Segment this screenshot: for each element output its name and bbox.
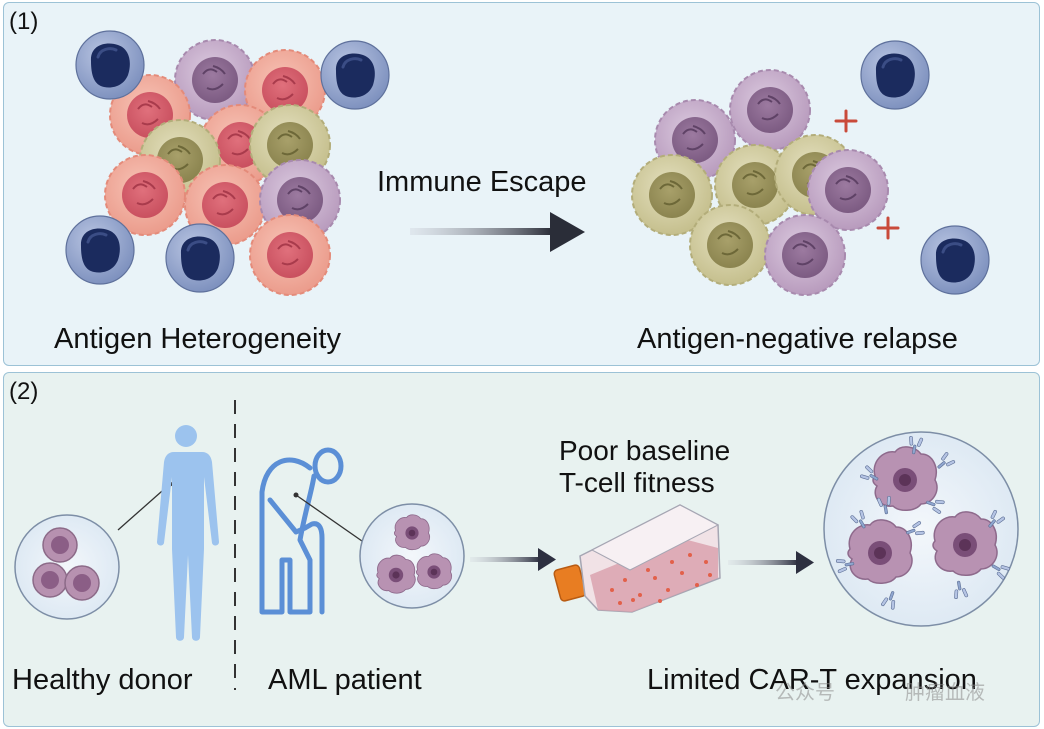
antigen-negative-tumor-cluster xyxy=(631,69,889,296)
antigen-heterogeneity-caption: Antigen Heterogeneity xyxy=(54,323,341,355)
immune-escape-arrow xyxy=(410,212,585,252)
panel2-tag: (2) xyxy=(9,378,39,405)
immune-escape-label: Immune Escape xyxy=(377,166,587,198)
healthy-donor-caption: Healthy donor xyxy=(12,664,193,696)
t-cell-icon xyxy=(66,216,134,284)
t-cell-icon xyxy=(321,41,389,109)
panel1-tag: (1) xyxy=(9,8,39,35)
t-cell-icon xyxy=(76,31,144,99)
healthy-person-icon xyxy=(157,425,219,641)
car-t-expansion-circle xyxy=(823,431,1019,627)
arrow-to-flask xyxy=(470,548,556,571)
limited-car-t-expansion-caption: Limited CAR-T expansion xyxy=(647,664,977,696)
aml-tcell-circle xyxy=(359,503,465,609)
watermark-text: 肿瘤血液 xyxy=(905,682,985,704)
culture-flask-icon xyxy=(553,504,721,613)
aml-patient-icon xyxy=(259,447,344,615)
healthy-tcell-circle xyxy=(14,514,120,620)
pointer-line xyxy=(117,483,171,531)
aml-patient-caption: AML patient xyxy=(268,664,422,696)
t-cell-icon xyxy=(166,224,234,292)
watermark-text: 公众号 xyxy=(775,682,835,704)
plus-sign-icon xyxy=(876,216,900,240)
t-cell-icon xyxy=(861,41,929,109)
antigen-negative-relapse-caption: Antigen-negative relapse xyxy=(637,323,958,355)
plus-sign-icon xyxy=(834,109,858,133)
fitness-line2: T-cell fitness xyxy=(559,467,715,498)
pointer-line xyxy=(295,494,373,549)
fitness-line1: Poor baseline xyxy=(559,435,731,466)
t-cell-icon xyxy=(921,226,989,294)
arrow-to-expansion xyxy=(728,551,814,574)
